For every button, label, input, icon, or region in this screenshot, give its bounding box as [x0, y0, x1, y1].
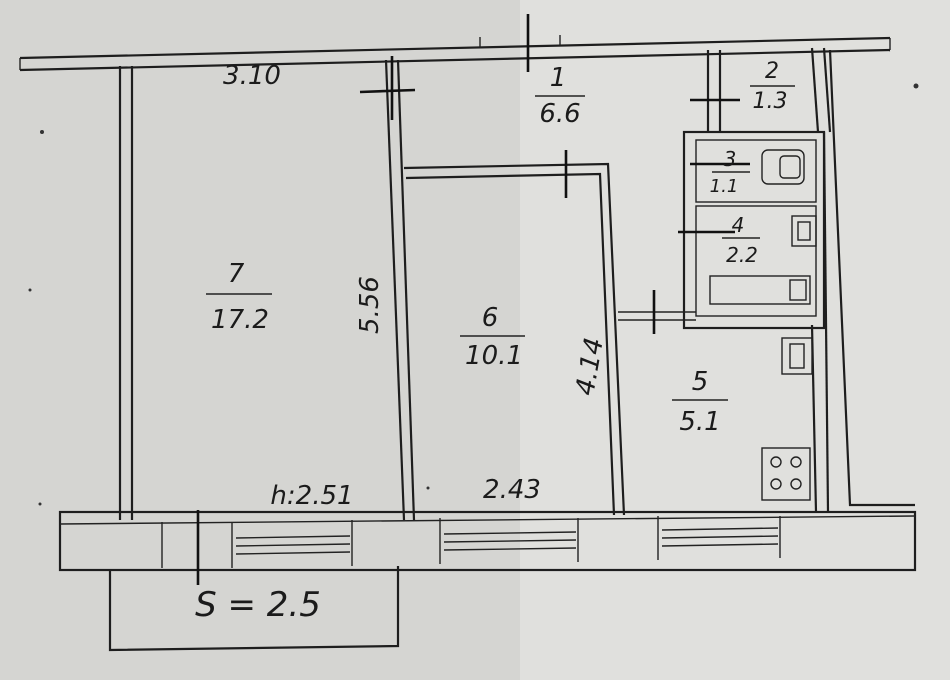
window-left [235, 535, 351, 555]
top-width-dimension: 3.10 [223, 61, 281, 91]
balcony-outline [108, 566, 400, 652]
room-1-area: 6.6 [539, 99, 580, 129]
room-6-area: 10.1 [465, 341, 523, 371]
room-3-area: 1.1 [710, 176, 739, 197]
bottom-wall [58, 510, 917, 572]
room-6-walls [403, 162, 626, 516]
room-5-number: 5 [692, 367, 709, 397]
stove-icon [761, 447, 811, 501]
kitchen-sink-icon [781, 337, 813, 375]
room-1-number: 1 [550, 63, 567, 93]
room-4-number: 4 [732, 213, 745, 237]
toilet-icon [761, 149, 805, 185]
room-4-area: 2.2 [726, 243, 758, 267]
bathtub-icon [709, 275, 811, 305]
room-2-area: 1.3 [753, 89, 788, 114]
room-5-area: 5.1 [679, 407, 720, 437]
ceiling-height-label: h:2.51 [270, 481, 353, 511]
room-6-width-dimension: 2.43 [483, 475, 541, 505]
balcony-area-label: S = 2.5 [195, 585, 321, 625]
window-right [661, 527, 779, 547]
room-3-number: 3 [724, 147, 737, 171]
room-7-walls [118, 59, 416, 521]
room-7-length-dimension: 5.56 [355, 276, 385, 334]
room-7-area: 17.2 [211, 305, 269, 335]
top-wall [19, 35, 891, 72]
window-middle [443, 531, 577, 551]
room-2-walls [706, 47, 832, 133]
room-6-number: 6 [482, 303, 499, 333]
sink-icon [791, 215, 817, 247]
room-7-number: 7 [228, 259, 245, 289]
door-mark-room-7 [359, 88, 416, 94]
room-2-number: 2 [765, 59, 779, 84]
